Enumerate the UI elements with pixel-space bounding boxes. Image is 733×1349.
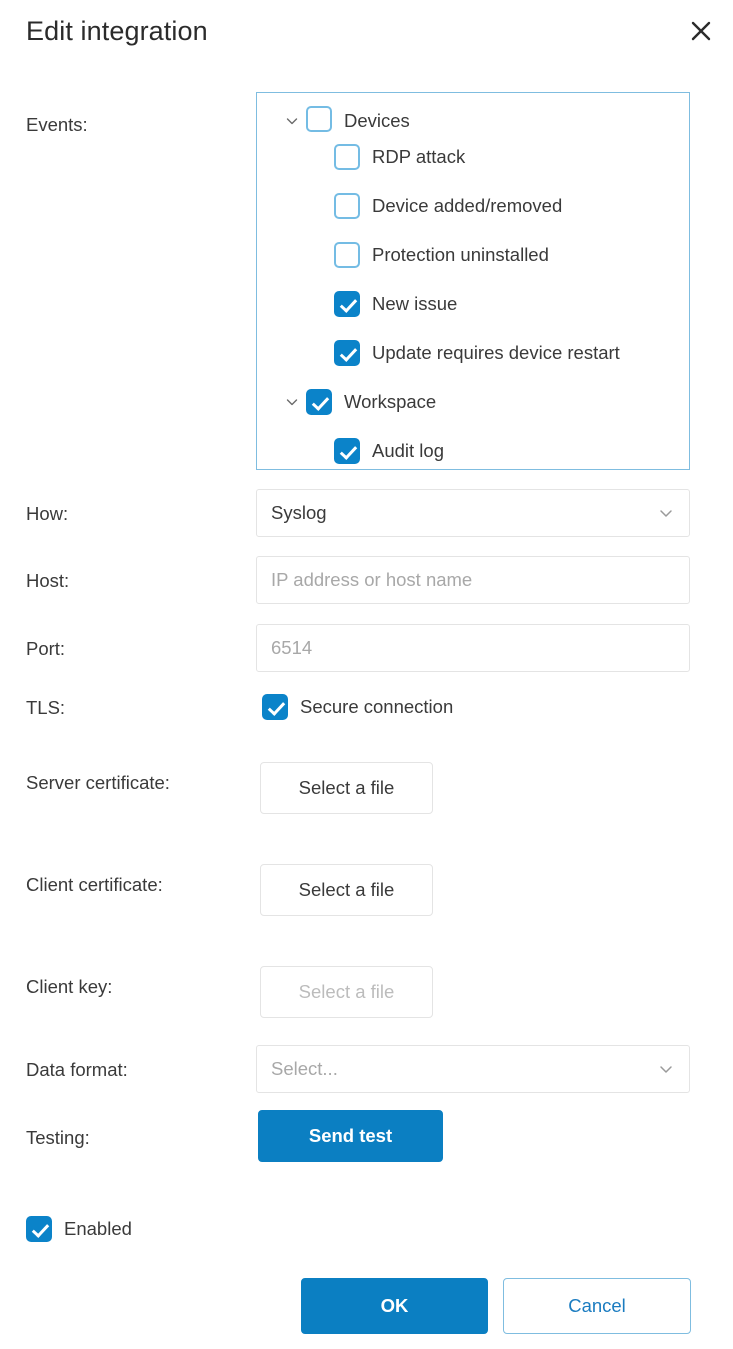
tls-secure-connection-label: Secure connection	[300, 696, 454, 717]
events-label-update-requires-device-restart: Update requires device restart	[372, 341, 620, 363]
how-select[interactable]: Syslog	[256, 489, 690, 537]
server-certificate-select-file-button[interactable]: Select a file	[260, 762, 433, 814]
events-checkbox-rdp-attack[interactable]	[334, 143, 360, 170]
events-label-rdp-attack: RDP attack	[372, 145, 466, 167]
events-checkbox-protection-uninstalled[interactable]	[334, 241, 360, 268]
chevron-down-icon[interactable]	[281, 391, 303, 413]
tls-label: TLS:	[26, 697, 66, 718]
events-label-new-issue: New issue	[372, 292, 458, 314]
events-label: Events:	[26, 114, 88, 135]
chevron-down-icon[interactable]	[281, 110, 303, 132]
port-label: Port:	[26, 638, 66, 659]
client-key-select-file-button[interactable]: Select a file	[260, 966, 433, 1018]
events-label-protection-uninstalled: Protection uninstalled	[372, 243, 549, 265]
events-tree-row-rdp-attack[interactable]: RDP attack	[257, 132, 689, 181]
events-label-audit-log: Audit log	[372, 439, 444, 461]
events-label-workspace: Workspace	[344, 390, 437, 412]
events-tree-row-protection-uninstalled[interactable]: Protection uninstalled	[257, 230, 689, 279]
enabled-checkbox[interactable]	[26, 1216, 52, 1242]
server-certificate-label: Server certificate:	[26, 772, 170, 793]
client-certificate-select-file-button[interactable]: Select a file	[260, 864, 433, 916]
events-checkbox-new-issue[interactable]	[334, 290, 360, 317]
dialog-title: Edit integration	[26, 16, 208, 46]
host-input[interactable]: IP address or host name	[256, 556, 690, 604]
port-input[interactable]: 6514	[256, 624, 690, 672]
client-key-label: Client key:	[26, 976, 113, 997]
testing-label: Testing:	[26, 1127, 90, 1148]
client-certificate-label: Client certificate:	[26, 874, 163, 895]
events-tree-row-device-added-removed[interactable]: Device added/removed	[257, 181, 689, 230]
enabled-label: Enabled	[64, 1218, 132, 1239]
events-tree-row-audit-log[interactable]: Audit log	[257, 426, 689, 469]
close-icon[interactable]	[682, 12, 720, 50]
how-select-value: Syslog	[271, 502, 327, 523]
data-format-select-placeholder: Select...	[271, 1058, 338, 1079]
cancel-button[interactable]: Cancel	[503, 1278, 691, 1334]
tls-secure-connection-checkbox[interactable]	[262, 694, 288, 720]
data-format-label: Data format:	[26, 1059, 128, 1080]
host-label: Host:	[26, 570, 70, 591]
events-label-devices: Devices	[344, 110, 410, 131]
how-label: How:	[26, 503, 69, 524]
events-checkbox-update-requires-device-restart[interactable]	[334, 339, 360, 366]
events-checkbox-workspace[interactable]	[306, 388, 332, 415]
events-tree-row-new-issue[interactable]: New issue	[257, 279, 689, 328]
ok-button[interactable]: OK	[301, 1278, 488, 1334]
events-checkbox-device-added-removed[interactable]	[334, 192, 360, 219]
chevron-down-icon	[657, 504, 675, 522]
port-input-placeholder: 6514	[271, 637, 313, 658]
send-test-button[interactable]: Send test	[258, 1110, 443, 1162]
chevron-down-icon	[657, 1060, 675, 1078]
events-tree-row-devices[interactable]: Devices	[257, 93, 689, 132]
events-tree-row-update-requires-device-restart[interactable]: Update requires device restart	[257, 328, 689, 377]
events-tree-row-workspace[interactable]: Workspace	[257, 377, 689, 426]
dialog-header: Edit integration	[0, 0, 733, 72]
events-checkbox-devices[interactable]	[306, 106, 332, 132]
host-input-placeholder: IP address or host name	[271, 569, 473, 590]
enabled-row[interactable]: Enabled	[26, 1216, 132, 1242]
events-checkbox-audit-log[interactable]	[334, 437, 360, 464]
tls-secure-connection-row[interactable]: Secure connection	[262, 694, 453, 720]
events-label-device-added-removed: Device added/removed	[372, 194, 563, 216]
data-format-select[interactable]: Select...	[256, 1045, 690, 1093]
